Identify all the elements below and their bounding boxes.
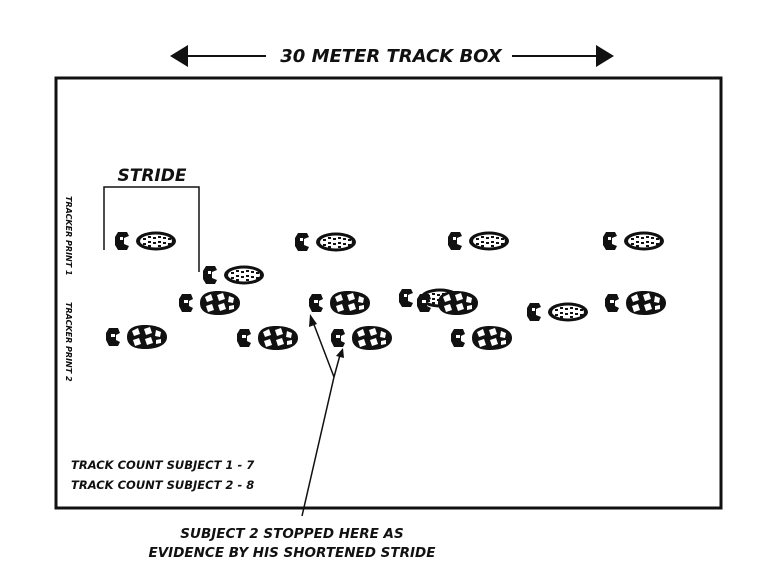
tracker-print-2-label: TRACKER PRINT 2 bbox=[64, 302, 73, 382]
footprint-subject-1 bbox=[203, 266, 264, 285]
footprint-subject-2 bbox=[106, 325, 167, 349]
footprint-subject-1 bbox=[448, 232, 509, 251]
footprint-subject-1 bbox=[603, 232, 664, 251]
tracker-print-1-label: TRACKER PRINT 1 bbox=[64, 196, 73, 276]
footprint-subject-1 bbox=[527, 303, 588, 322]
footprint-subject-1 bbox=[295, 233, 356, 252]
stride-label: STRIDE bbox=[118, 166, 187, 186]
caption-line-2: EVIDENCE BY HIS SHORTENED STRIDE bbox=[149, 545, 437, 561]
footprint-subject-2 bbox=[331, 326, 392, 350]
footprint-subject-1 bbox=[115, 232, 176, 251]
subject-2-footprints bbox=[106, 291, 666, 350]
subject-1-footprints bbox=[115, 232, 664, 322]
footprint-subject-2 bbox=[451, 326, 512, 350]
track-count-subject-1: TRACK COUNT SUBJECT 1 - 7 bbox=[71, 458, 254, 472]
footprint-subject-2 bbox=[309, 291, 370, 315]
footprint-subject-2 bbox=[179, 291, 240, 315]
caption-line-1: SUBJECT 2 STOPPED HERE AS bbox=[180, 526, 403, 542]
footprint-subject-2 bbox=[417, 291, 478, 315]
diagram-title: 30 METER TRACK BOX bbox=[280, 46, 503, 67]
footprint-subject-2 bbox=[237, 326, 298, 350]
track-count-subject-2: TRACK COUNT SUBJECT 2 - 8 bbox=[71, 478, 254, 492]
track-box bbox=[56, 78, 721, 508]
footprint-subject-2 bbox=[605, 291, 666, 315]
stride-bracket bbox=[104, 187, 199, 272]
